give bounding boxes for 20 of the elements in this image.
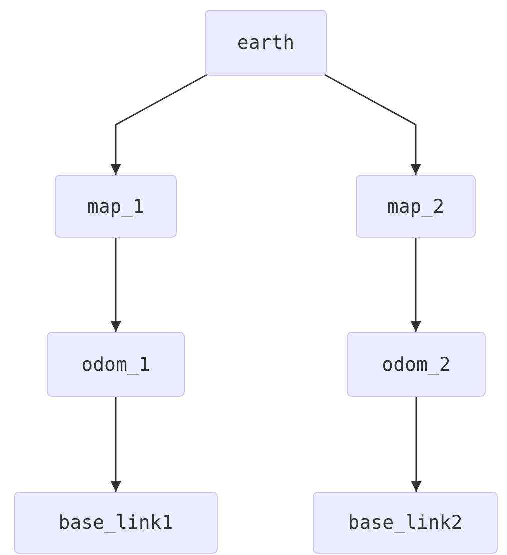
frame-name: earth [237, 32, 295, 54]
frame-name: map_1 [87, 196, 145, 218]
frame-box [313, 492, 498, 554]
arrow [410, 238, 422, 332]
arrow [110, 74, 208, 175]
frame-name: map_2 [387, 196, 445, 218]
frame-name: base_link1 [58, 512, 174, 534]
arrow [110, 238, 122, 332]
frame-box [47, 332, 185, 397]
arrow [411, 397, 422, 492]
frame-name: odom_2 [382, 354, 451, 376]
frame-box [356, 175, 476, 238]
frame-box [14, 492, 218, 554]
frame-name: odom_1 [82, 354, 150, 376]
frame-box [205, 10, 327, 76]
arrow [110, 397, 122, 492]
frame-box [347, 332, 486, 397]
arrow [324, 74, 422, 175]
frame-name: base_link2 [348, 512, 463, 534]
frame-box [55, 175, 177, 238]
